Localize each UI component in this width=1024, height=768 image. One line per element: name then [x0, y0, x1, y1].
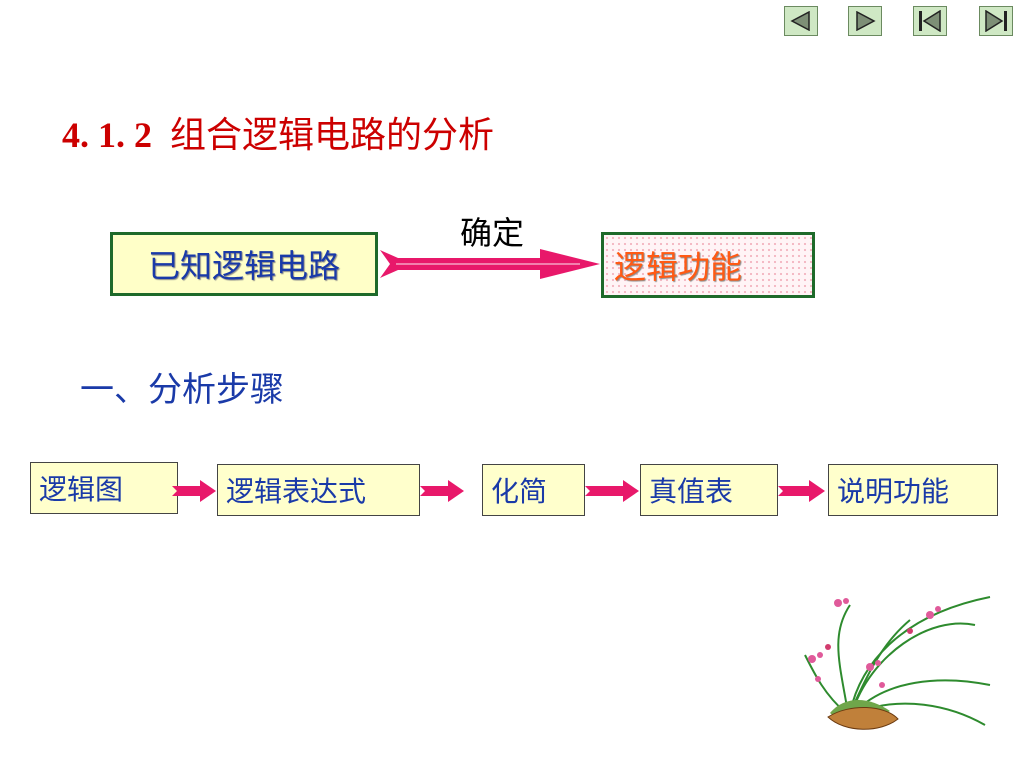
step-arrow-icon	[585, 480, 639, 502]
big-arrow-icon	[380, 249, 600, 279]
step-simplify: 化简	[482, 464, 585, 516]
skip-to-last-icon	[985, 10, 1007, 32]
step-arrow-icon	[172, 480, 216, 502]
step-logic-expression: 逻辑表达式	[217, 464, 420, 516]
step-logic-diagram: 逻辑图	[30, 462, 178, 514]
section-number: 4. 1. 2	[62, 115, 152, 155]
step-describe-function: 说明功能	[828, 464, 998, 516]
first-slide-button[interactable]	[913, 6, 947, 36]
known-circuit-box: 已知逻辑电路	[110, 232, 378, 296]
title-text: 组合逻辑电路的分析	[170, 115, 495, 156]
arrow-label: 确定	[460, 214, 525, 252]
triangle-left-icon	[790, 11, 810, 31]
step-truth-table: 真值表	[640, 464, 778, 516]
slide-title: 4. 1. 2 组合逻辑电路的分析	[62, 106, 494, 158]
step-arrow-icon	[778, 480, 825, 502]
next-slide-button[interactable]	[848, 6, 882, 36]
last-slide-button[interactable]	[979, 6, 1013, 36]
analysis-steps-heading: 一、分析步骤	[80, 370, 284, 410]
step-arrow-icon	[420, 480, 464, 502]
previous-slide-button[interactable]	[784, 6, 818, 36]
triangle-right-icon	[856, 11, 876, 31]
orchid-decoration-icon	[804, 596, 991, 730]
logic-function-box: 逻辑功能	[601, 232, 815, 298]
skip-to-first-icon	[919, 10, 941, 32]
